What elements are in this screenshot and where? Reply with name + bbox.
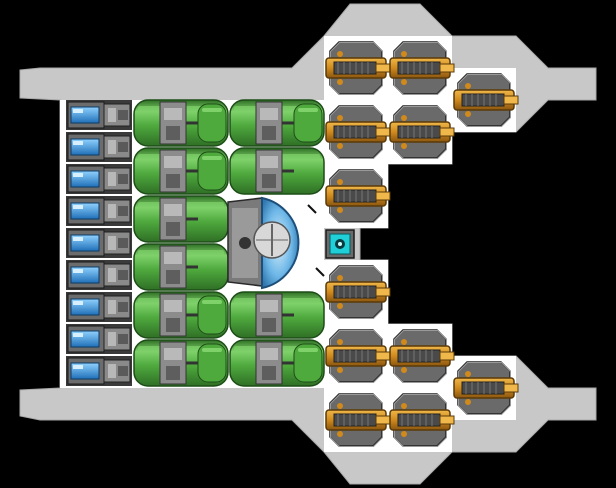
cannon-turret-icon[interactable]	[325, 169, 391, 223]
fuel-tank-icon[interactable]	[229, 147, 325, 195]
cannon-turret-icon[interactable]	[389, 41, 455, 95]
battery-cell-icon[interactable]	[66, 324, 132, 354]
battery-cell-icon[interactable]	[66, 132, 132, 162]
battery-cell-icon[interactable]	[66, 164, 132, 194]
cockpit-module[interactable]	[227, 196, 325, 290]
cannon-turret-icon[interactable]	[325, 393, 391, 447]
fuel-tank-icon[interactable]	[197, 151, 227, 191]
fuel-tank-icon[interactable]	[197, 103, 227, 143]
fuel-tank-icon[interactable]	[197, 343, 227, 383]
fuel-tank-icon[interactable]	[133, 195, 229, 243]
battery-cell-icon[interactable]	[66, 356, 132, 386]
cannon-turret-icon[interactable]	[453, 361, 519, 415]
fuel-tank-icon[interactable]	[229, 291, 325, 339]
turret-array	[325, 41, 519, 447]
battery-column	[66, 100, 132, 386]
cannon-turret-icon[interactable]	[389, 393, 455, 447]
fuel-tank-icon[interactable]	[293, 103, 323, 143]
battery-cell-icon[interactable]	[66, 260, 132, 290]
cannon-turret-icon[interactable]	[453, 73, 519, 127]
fuel-tank-icon[interactable]	[197, 295, 227, 335]
reactor-core-icon[interactable]	[325, 229, 355, 259]
battery-cell-icon[interactable]	[66, 292, 132, 322]
cannon-turret-icon[interactable]	[325, 265, 391, 319]
cockpit-dome-icon[interactable]	[227, 196, 325, 290]
cannon-turret-icon[interactable]	[325, 329, 391, 383]
reactor-core-module[interactable]	[325, 229, 355, 259]
fuel-tank-icon[interactable]	[133, 243, 229, 291]
battery-cell-icon[interactable]	[66, 228, 132, 258]
cannon-turret-icon[interactable]	[389, 105, 455, 159]
cannon-turret-icon[interactable]	[389, 329, 455, 383]
fuel-tank-icon[interactable]	[293, 343, 323, 383]
battery-cell-icon[interactable]	[66, 100, 132, 130]
battery-cell-icon[interactable]	[66, 196, 132, 226]
cannon-turret-icon[interactable]	[325, 105, 391, 159]
cannon-turret-icon[interactable]	[325, 41, 391, 95]
fuel-tank-array	[133, 99, 325, 387]
